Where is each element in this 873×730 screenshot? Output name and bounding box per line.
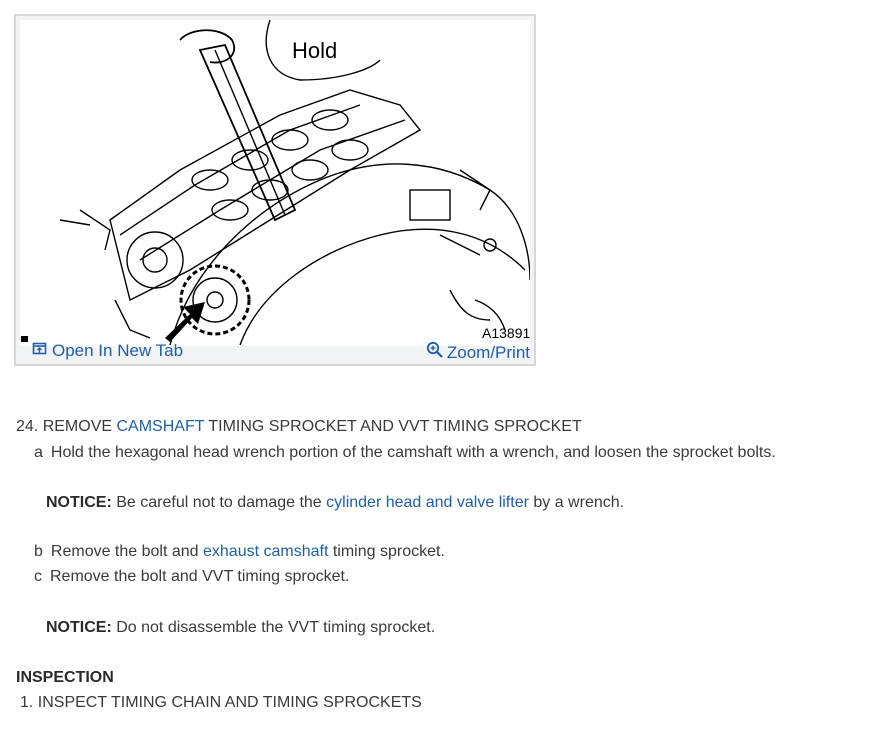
notice-2: NOTICE: Do not disassemble the VVT timin… [46,618,435,638]
engine-diagram-drawing: Hold A13891 [21,20,530,346]
figure-toolbar: Open In New Tab Zoom/Print [16,341,534,366]
notice-1-pre: Be careful not to damage the [111,494,327,511]
step-b: b Remove the bolt and exhaust camshaft ti… [34,542,445,562]
zoom-print-link[interactable]: Zoom/Print [426,341,530,364]
step-b-pre: Remove the bolt and [50,543,203,560]
notice-2-text: Do not disassemble the VVT timing sprock… [111,619,436,636]
notice-1: NOTICE: Be careful not to damage the cyl… [46,493,624,513]
inspection-item-1: 1. INSPECT TIMING CHAIN AND TIMING SPROC… [20,694,422,711]
cylinder-head-link[interactable]: cylinder head and valve lifter [326,494,529,511]
camshaft-link[interactable]: CAMSHAFT [116,418,205,435]
step-a-text: Hold the hexagonal head wrench portion o… [50,444,776,461]
step-a-letter: a [34,444,43,461]
step-b-letter: b [34,543,43,560]
open-in-new-tab-label: Open In New Tab [52,341,184,360]
open-in-new-tab-link[interactable]: Open In New Tab [32,341,183,361]
step-24-prefix: 24. REMOVE [16,418,117,435]
step-c-letter: c [34,568,42,585]
hold-label: Hold [292,38,337,63]
notice-2-label: NOTICE: [46,619,112,636]
exhaust-camshaft-link[interactable]: exhaust camshaft [203,543,329,560]
zoom-icon [426,341,444,364]
inspection-heading: INSPECTION [16,669,114,686]
notice-1-label: NOTICE: [46,494,112,511]
step-c: c Remove the bolt and VVT timing sprocket… [34,567,349,587]
step-24-suffix: TIMING SPROCKET AND VVT TIMING SPROCKET [204,418,582,435]
zoom-print-label: Zoom/Print [446,342,530,362]
pointer-arrow-icon [165,302,205,342]
step-a: a Hold the hexagonal head wrench portion … [34,443,776,463]
engine-diagram-image[interactable]: Hold A13891 [20,20,530,346]
figure-box: Hold A13891 Open In New Tab [14,14,536,366]
open-new-tab-icon [32,341,47,361]
step-24-heading: 24. REMOVE CAMSHAFT TIMING SPROCKET AND … [16,417,582,437]
step-c-text: Remove the bolt and VVT timing sprocket. [50,568,350,585]
notice-1-post: by a wrench. [528,494,625,511]
figure-code: A13891 [482,325,530,341]
step-b-post: timing sprocket. [328,543,445,560]
corner-mark-icon [21,336,28,342]
